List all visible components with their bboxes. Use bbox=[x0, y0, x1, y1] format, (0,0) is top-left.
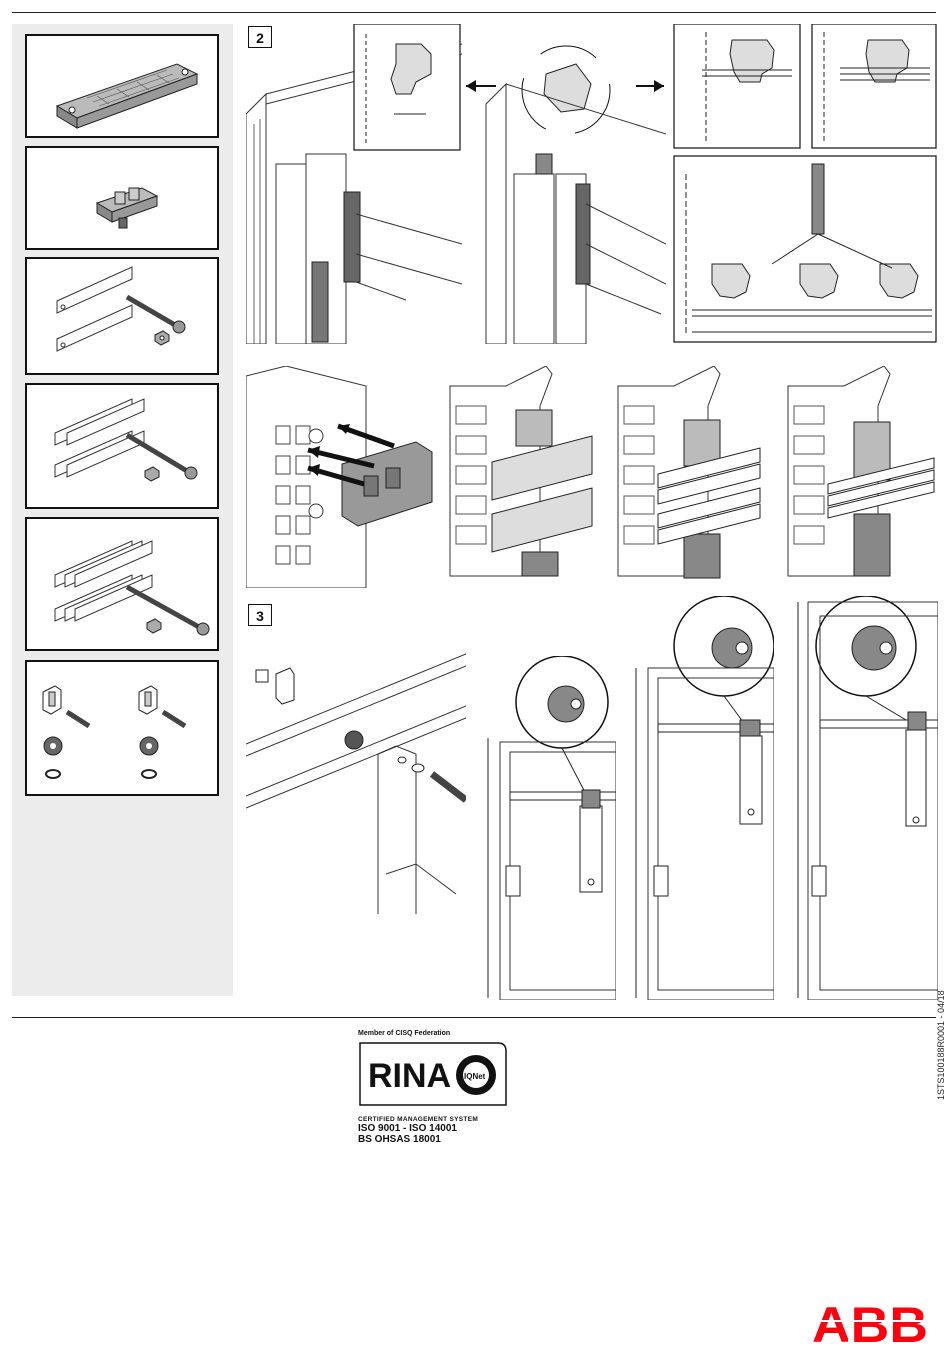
part-bracket-kits bbox=[25, 660, 219, 796]
busbar-support-long-drawing bbox=[27, 36, 217, 136]
top-rule bbox=[12, 12, 936, 13]
rina-logo-text: RINA bbox=[368, 1057, 451, 1095]
part-busbar-support-long bbox=[25, 34, 219, 138]
busbar-double-drawing bbox=[614, 366, 774, 582]
step-3-spacer-assembly-drawing bbox=[246, 614, 466, 914]
two-bar-kit-drawing bbox=[27, 259, 217, 373]
cisq-member-text: Member of CISQ Federation bbox=[358, 1030, 518, 1037]
step-2-detail-views bbox=[672, 24, 938, 344]
four-bar-kit-drawing bbox=[27, 385, 217, 507]
document-code: 1STS100188R0001 - 04/18 bbox=[936, 990, 946, 1100]
step-3-detail-b bbox=[628, 596, 774, 1000]
iqnet-badge-text: IQNet bbox=[464, 1072, 486, 1081]
abb-logo-text: ABB bbox=[812, 1300, 928, 1346]
bracket-kits-drawing bbox=[27, 662, 217, 794]
rina-logo: RINA IQNet bbox=[358, 1041, 508, 1107]
six-bar-kit-drawing bbox=[27, 519, 217, 649]
step-2-cabinet-drawing-right bbox=[466, 24, 666, 344]
part-two-bar-kit bbox=[25, 257, 219, 375]
busbar-triple-drawing bbox=[784, 366, 940, 582]
step-3-detail-a bbox=[480, 656, 616, 1000]
step-2-cabinet-drawing-left bbox=[246, 24, 462, 344]
iso-standards-text: ISO 9001 - ISO 14001 bbox=[358, 1123, 518, 1134]
part-busbar-support-small bbox=[25, 146, 219, 250]
support-insertion-drawing bbox=[246, 366, 446, 588]
ohsas-standard-text: BS OHSAS 18001 bbox=[358, 1134, 518, 1145]
abb-logo: ABB bbox=[812, 1300, 928, 1346]
step-3-detail-c bbox=[790, 596, 938, 1000]
busbar-single-drawing bbox=[446, 366, 606, 582]
part-six-bar-kit bbox=[25, 517, 219, 651]
part-four-bar-kit bbox=[25, 383, 219, 509]
certification-block: Member of CISQ Federation RINA IQNet CER… bbox=[358, 1030, 518, 1145]
certified-system-text: CERTIFIED MANAGEMENT SYSTEM bbox=[358, 1116, 518, 1123]
footer-rule bbox=[12, 1017, 936, 1018]
busbar-support-small-drawing bbox=[27, 148, 217, 248]
